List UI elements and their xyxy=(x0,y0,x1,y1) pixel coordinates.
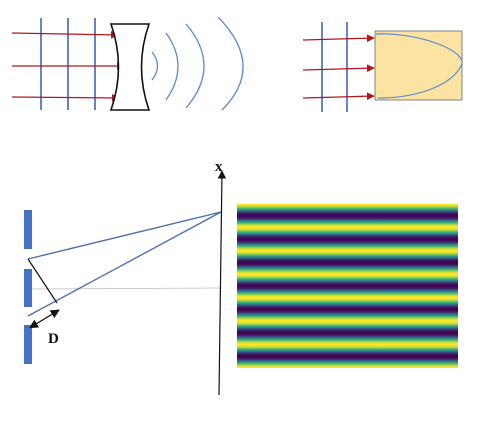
path-lines xyxy=(27,211,222,317)
barrier-segment xyxy=(24,325,32,364)
double-slit-panel: D xyxy=(24,210,222,364)
medium-block xyxy=(374,30,463,101)
screen-axis-line xyxy=(217,170,227,396)
axis-label: x xyxy=(215,159,223,175)
plane-wavefronts xyxy=(321,22,348,112)
incident-rays xyxy=(302,34,375,101)
concave-lens xyxy=(109,23,151,111)
screen-axis: x xyxy=(215,159,227,396)
slit-barrier xyxy=(24,210,32,364)
curved-wavefront-in-block xyxy=(375,33,463,99)
interference-pattern xyxy=(237,204,458,368)
path-line-lower xyxy=(27,211,222,317)
diverging-wave-arc xyxy=(185,23,205,109)
center-axis-line xyxy=(31,287,222,290)
diverging-wave-arc xyxy=(217,16,244,111)
plane-wavefronts xyxy=(40,18,96,110)
barrier-segment xyxy=(24,210,32,249)
ray-arrow xyxy=(11,30,119,39)
path-line-upper xyxy=(27,211,222,260)
block-panel xyxy=(302,22,463,112)
path-difference-line xyxy=(27,258,58,304)
ray-arrow xyxy=(11,94,120,102)
slit-spacing-label: D xyxy=(48,331,59,347)
barrier-segment xyxy=(24,269,32,307)
ray-arrow xyxy=(302,34,375,43)
incident-rays xyxy=(11,30,125,102)
ray-arrow xyxy=(302,92,375,101)
lens-panel xyxy=(11,16,244,111)
diverging-wave-arc xyxy=(165,32,179,101)
diverging-wavefronts xyxy=(151,16,244,111)
slit-spacing-arrow xyxy=(29,309,60,329)
ray-arrow xyxy=(302,64,375,73)
diverging-wave-arc xyxy=(151,51,159,81)
